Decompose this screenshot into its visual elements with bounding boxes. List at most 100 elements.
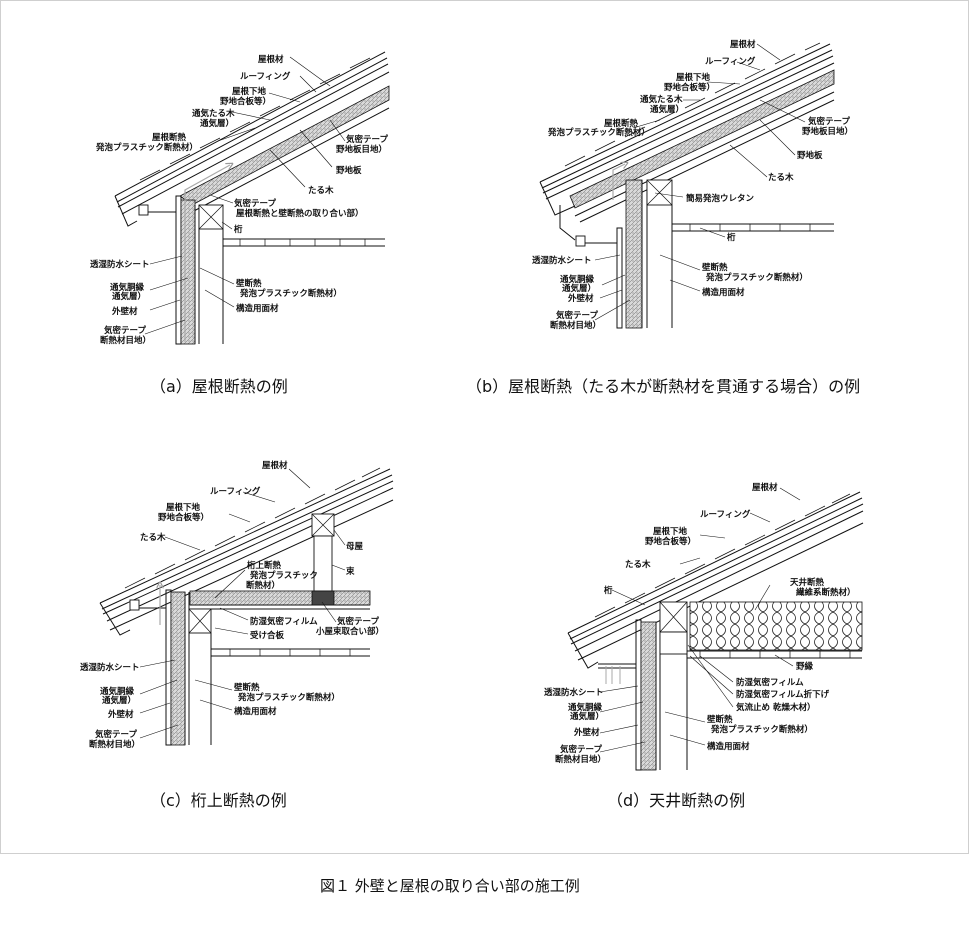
label-airtight-tape: 気密テープ — [346, 134, 388, 145]
label-roof-base-b: 屋根下地 — [676, 72, 711, 83]
panel-b: 屋根材 ルーフィング 屋根下地 野地合板等） 通気たる木 通気層） 屋根断熱 発… — [466, 39, 860, 396]
label-furring-d: 通気胴縁 — [568, 702, 603, 713]
label-struct-board-b: 構造用面材 — [702, 287, 745, 298]
roof-shingles-c — [124, 467, 381, 589]
label-beam-ins: 桁上断熱 — [246, 560, 282, 571]
label-tape-strut: 気密テープ — [337, 616, 379, 627]
label-struct-board-d: 構造用面材 — [707, 741, 750, 752]
label-underlay-b: ルーフィング — [705, 56, 756, 67]
label-roof-ins-sub: 発泡プラスチック断熱材） — [95, 142, 198, 153]
label-tape-wall-sub-b: 断熱材目地） — [550, 320, 601, 331]
label-roof-base: 屋根下地 — [232, 86, 267, 97]
label-furring-sub: 通気層） — [112, 291, 146, 302]
label-tape-wall: 気密テープ — [104, 325, 146, 336]
label-furring-sub-c: 通気層） — [102, 695, 136, 706]
label-roofing: 屋根材 — [258, 54, 284, 65]
label-vapor-d: 防湿気密フィルム — [736, 677, 804, 688]
label-air-stop: 気流止め 乾燥木材） — [736, 702, 815, 713]
label-roof-ins: 屋根断熱 — [152, 132, 187, 143]
beam-insulation — [189, 590, 371, 606]
label-furring-b: 通気胴縁 — [560, 274, 595, 285]
wall-insulation — [180, 199, 196, 345]
label-beam-d: 桁 — [603, 585, 613, 596]
label-vent-rafter-b: 通気たる木 — [640, 94, 683, 105]
panel-a: 屋根材 ルーフィング 屋根下地 野地合板等） 通気たる木 通気層） 屋根断熱 発… — [90, 51, 390, 396]
label-beam-b: 桁 — [726, 232, 736, 243]
roof-shingles — [139, 57, 371, 181]
label-tape-wall-sub: 断熱材目地） — [100, 335, 151, 346]
label-beam: 桁 — [233, 224, 243, 235]
label-cladding-b: 外壁材 — [567, 293, 594, 304]
label-roof-base-c: 屋根下地 — [166, 502, 201, 513]
label-membrane-d: 透湿防水シート — [544, 687, 604, 698]
label-vapor-c: 防湿気密フィルム — [250, 616, 318, 627]
label-roofing-d: 屋根材 — [752, 482, 778, 493]
caption-a: （a）屋根断熱の例 — [150, 377, 288, 396]
strut-tape — [311, 590, 335, 606]
label-joist: 野縁 — [796, 661, 814, 672]
label-sheathing-b: 野地板 — [797, 150, 823, 161]
label-strut: 束 — [345, 566, 355, 577]
label-vent-rafter: 通気たる木 — [192, 108, 235, 119]
label-roof-base-sub-b: 野地合板等） — [664, 82, 715, 93]
label-cladding-c: 外壁材 — [107, 709, 134, 720]
fascia-block — [138, 204, 149, 216]
label-underlay-d: ルーフィング — [700, 509, 751, 520]
fascia-block-c — [129, 599, 140, 611]
label-wall-ins-b: 壁断熱 — [702, 262, 728, 273]
label-tape-wall-b: 気密テープ — [556, 310, 598, 321]
label-ceiling-ins: 天井断熱 — [790, 577, 825, 588]
label-roof-ins-b: 屋根断熱 — [604, 118, 639, 129]
panel-d: 屋根材 ルーフィング 屋根下地 野地合板等） たる木 桁 天井断熱 繊維系断熱材… — [544, 482, 864, 810]
strut — [313, 535, 333, 592]
label-vapor-fold: 防湿気密フィルム折下げ — [736, 689, 830, 700]
figure-caption: 図１ 外壁と屋根の取り合い部の施工例 — [320, 877, 580, 895]
label-beam-ins-sub: 発泡プラスチック — [249, 570, 318, 581]
label-vent-layer: 通気層） — [200, 118, 234, 129]
label-tape-wall-sub-c: 断熱材目地） — [89, 739, 140, 750]
label-roof-base-sub-d: 野地合板等） — [645, 536, 696, 547]
ceiling-insulation — [689, 601, 863, 651]
label-wall-ins-sub-c: 発泡プラスチック断熱材） — [237, 692, 340, 703]
label-foam-b: 簡易発泡ウレタン — [686, 193, 755, 204]
label-membrane-c: 透湿防水シート — [80, 662, 140, 673]
label-roof-base-sub-c: 野地合板等） — [158, 512, 209, 523]
label-membrane-b: 透湿防水シート — [532, 255, 592, 266]
label-roof-base-sub: 野地合板等） — [220, 96, 271, 107]
label-membrane: 透湿防水シート — [90, 259, 150, 270]
air-stop — [659, 631, 688, 655]
caption-d: （d）天井断熱の例 — [607, 791, 745, 810]
label-struct-board: 構造用面材 — [236, 303, 279, 314]
label-wall-ins-sub: 発泡プラスチック断熱材） — [239, 288, 342, 299]
label-underlay-c: ルーフィング — [210, 486, 261, 497]
label-wall-ins-sub-d: 発泡プラスチック断熱材） — [710, 724, 813, 735]
label-roofing-b: 屋根材 — [730, 39, 756, 50]
label-tape-strut-sub: 小屋束取合い部） — [315, 626, 384, 637]
label-struct-board-c: 構造用面材 — [234, 706, 277, 717]
label-furring-sub-d: 通気層） — [570, 711, 604, 722]
label-wall-ins-d: 壁断熱 — [707, 714, 733, 725]
label-rafter-c: たる木 — [140, 532, 166, 543]
label-purlin: 母屋 — [346, 541, 364, 552]
label-wall-ins-sub-b: 発泡プラスチック断熱材） — [705, 272, 808, 283]
label-airtight-tape-sub: 野地板目地） — [336, 144, 387, 155]
label-vent-layer-b: 通気層） — [650, 104, 684, 115]
label-beam-ins-sub2: 断熱材） — [246, 580, 280, 591]
label-tape-wall-d: 気密テープ — [560, 744, 602, 755]
label-airtight-tape-joint: 気密テープ — [234, 198, 276, 209]
roof-shingles-d — [594, 493, 851, 618]
label-roof-base-d: 屋根下地 — [653, 526, 688, 537]
label-airtight-tape-sub-b: 野地板目地） — [802, 126, 853, 137]
wall-insulation-b — [625, 179, 643, 329]
panel-c: 屋根材 ルーフィング 屋根下地 野地合板等） たる木 母屋 束 桁上断熱 発泡プ… — [80, 460, 394, 810]
roof-shingles-b — [564, 42, 821, 167]
caption-c: （c）桁上断熱の例 — [150, 791, 287, 810]
label-roof-ins-sub-b: 発泡プラスチック断熱材） — [547, 127, 650, 138]
label-airtight-tape-joint-sub: 屋根断熱と壁断熱の取り合い部） — [236, 208, 364, 219]
label-tape-wall-c: 気密テープ — [95, 729, 137, 740]
label-wall-ins-c: 壁断熱 — [234, 682, 260, 693]
fascia-block-b — [575, 235, 586, 247]
caption-b: （b）屋根断熱（たる木が断熱材を貫通する場合）の例 — [466, 377, 860, 396]
roof-insulation-b — [569, 69, 835, 209]
